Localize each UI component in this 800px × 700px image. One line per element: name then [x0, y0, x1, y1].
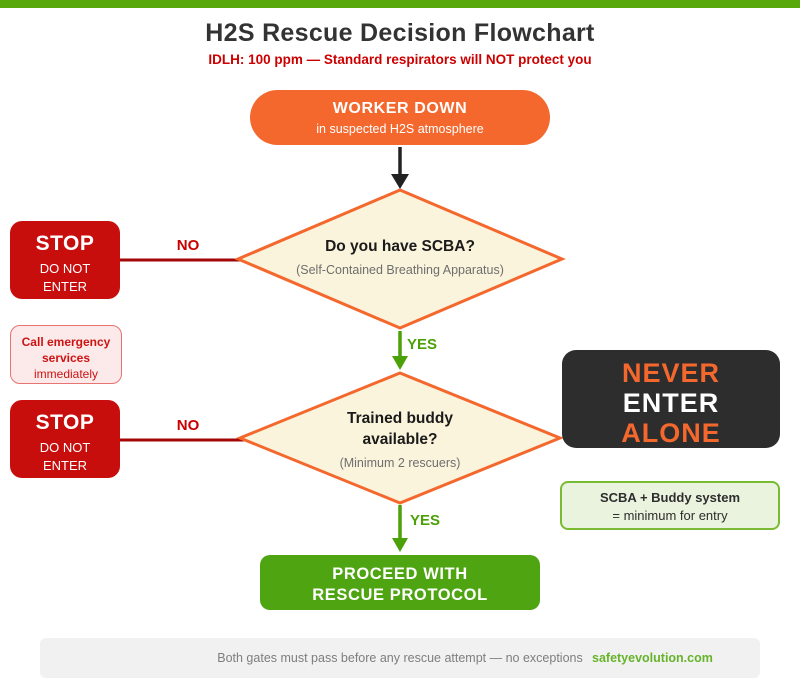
stop-title: STOP [35, 232, 95, 255]
worker-down-title: WORKER DOWN [332, 100, 468, 117]
decision-buddy-diamond [236, 371, 564, 505]
stop-title: STOP [35, 411, 95, 434]
yes-arrow-scba-head-icon [392, 356, 408, 370]
decision-scba-question: Do you have SCBA? [325, 238, 475, 255]
footer-bar: Both gates must pass before any rescue a… [40, 638, 760, 678]
decision-buddy-question-line2: available? [362, 431, 438, 448]
start-arrow-head-icon [391, 174, 409, 189]
stop-line2: ENTER [42, 458, 88, 473]
worker-down-subtitle: in suspected H2S atmosphere [316, 122, 484, 136]
emergency-services-note: Call emergency services immediately [10, 325, 122, 384]
decision-scba-detail: (Self-Contained Breathing Apparatus) [296, 263, 504, 277]
yes-arrow-buddy-head-icon [392, 538, 408, 552]
no-label-buddy: NO [176, 417, 200, 434]
never-line: NEVER [621, 358, 721, 388]
decision-buddy-text: Trained buddy available? (Minimum 2 resc… [240, 408, 560, 470]
yes-label-scba: YES [407, 336, 438, 353]
emergency-note-line1: Call emergency [21, 335, 111, 349]
enter-line: ENTER [622, 388, 720, 418]
proceed-line1: PROCEED WITH [332, 565, 468, 583]
yes-label-buddy: YES [410, 512, 441, 529]
minimum-note-line1: SCBA + Buddy system [599, 490, 741, 505]
no-label-scba: NO [176, 237, 200, 254]
proceed-line2: RESCUE PROTOCOL [312, 586, 488, 604]
emergency-note-line2: services [41, 350, 91, 365]
never-enter-alone-node: NEVER ENTER ALONE [562, 350, 780, 448]
emergency-note-line3: immediately [33, 367, 99, 381]
decision-scba-text: Do you have SCBA? (Self-Contained Breath… [240, 236, 560, 277]
minimum-note-line2: = minimum for entry [612, 508, 728, 523]
stop-node-buddy: STOP DO NOT ENTER [10, 400, 120, 478]
minimum-entry-note: SCBA + Buddy system = minimum for entry [560, 481, 780, 530]
stop-node-scba: STOP DO NOT ENTER [10, 221, 120, 299]
worker-down-node: WORKER DOWN in suspected H2S atmosphere [250, 90, 550, 145]
top-accent-bar [0, 0, 800, 8]
brand-link[interactable]: safetyevolution.com [592, 651, 713, 665]
page-title: H2S Rescue Decision Flowchart [205, 19, 595, 47]
footer-message: Both gates must pass before any rescue a… [217, 651, 583, 665]
stop-line1: DO NOT [39, 261, 91, 276]
decision-buddy-detail: (Minimum 2 rescuers) [339, 456, 461, 470]
proceed-rescue-node: PROCEED WITH RESCUE PROTOCOL [260, 555, 540, 610]
decision-buddy-question-line1: Trained buddy [347, 410, 453, 427]
stop-line2: ENTER [42, 279, 88, 294]
decision-scba-diamond [234, 188, 566, 330]
stop-line1: DO NOT [39, 440, 91, 455]
alone-line: ALONE [621, 418, 721, 448]
idlh-warning-subtitle: IDLH: 100 ppm — Standard respirators wil… [208, 52, 592, 67]
